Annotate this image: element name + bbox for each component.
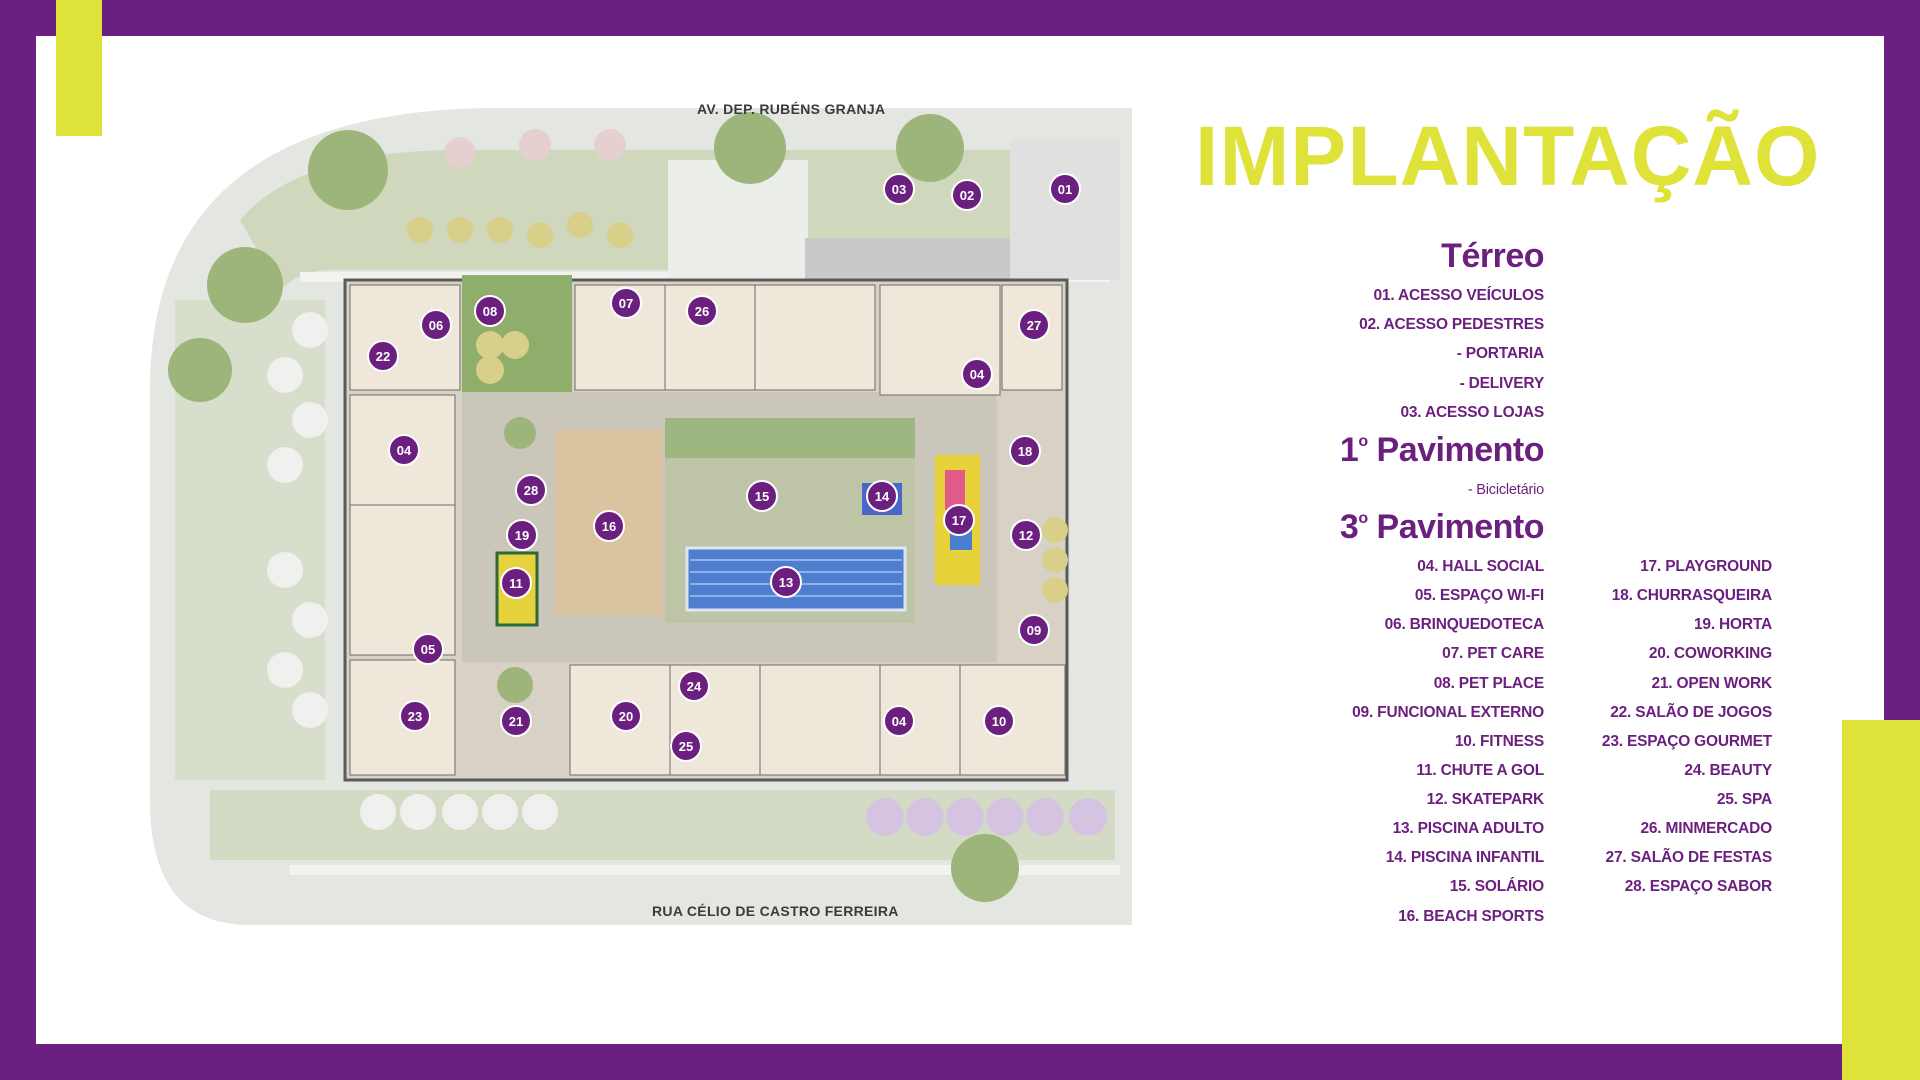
legend-item: 14. PISCINA INFANTIL [1385,849,1544,866]
legend-item: 08. PET PLACE [1433,675,1544,692]
marker-11[interactable]: 11 [500,567,532,599]
marker-01[interactable]: 01 [1049,173,1081,205]
legend-item: 03. ACESSO LOJAS [1400,404,1544,421]
legend-item: 06. BRINQUEDOTECA [1384,616,1545,633]
legend-item: 11. CHUTE A GOL [1416,762,1544,779]
heading-number: 3 [1339,508,1359,546]
marker-05[interactable]: 05 [412,633,444,665]
marker-19[interactable]: 19 [506,519,538,551]
marker-04-bottom[interactable]: 04 [883,705,915,737]
legend-item: 19. HORTA [1693,616,1772,633]
street-label-top: AV. DEP. RUBÉNS GRANJA [697,101,886,117]
marker-22[interactable]: 22 [367,340,399,372]
legend-item: - Bicicletário [1467,482,1544,498]
legend-item: 18. CHURRASQUEIRA [1611,587,1772,604]
marker-15[interactable]: 15 [746,480,778,512]
section-heading-terreo: Térreo [1441,237,1544,275]
legend-item: - DELIVERY [1459,375,1545,392]
marker-02[interactable]: 02 [951,179,983,211]
accent-bar-bottom-right [1842,720,1920,1080]
legend-item: 13. PISCINA ADULTO [1392,820,1545,837]
marker-26[interactable]: 26 [686,295,718,327]
accent-bar-top-left [56,0,102,136]
marker-25[interactable]: 25 [670,730,702,762]
page-title: IMPLANTAÇÃO [1195,109,1821,203]
heading-number: 1 [1339,431,1359,469]
marker-16[interactable]: 16 [593,510,625,542]
legend-item: 22. SALÃO DE JOGOS [1610,704,1772,721]
marker-09[interactable]: 09 [1018,614,1050,646]
legend-item: 17. PLAYGROUND [1640,558,1772,575]
legend-item: 26. MINMERCADO [1640,820,1772,837]
legend-item: 28. ESPAÇO SABOR [1624,878,1772,895]
legend-item: 27. SALÃO DE FESTAS [1605,849,1773,866]
marker-04-top[interactable]: 04 [961,358,993,390]
marker-03[interactable]: 03 [883,173,915,205]
marker-14[interactable]: 14 [866,480,898,512]
marker-27[interactable]: 27 [1018,309,1050,341]
marker-10[interactable]: 10 [983,705,1015,737]
marker-23[interactable]: 23 [399,700,431,732]
legend-item: 02. ACESSO PEDESTRES [1359,316,1544,333]
legend-item: - PORTARIA [1456,345,1544,362]
heading-ordinal: o [1358,433,1368,450]
section-heading-pavimento-1: 1o Pavimento [1339,431,1545,470]
legend-item: 07. PET CARE [1442,645,1544,662]
heading-ordinal: o [1358,510,1368,527]
marker-28[interactable]: 28 [515,474,547,506]
marker-18[interactable]: 18 [1009,435,1041,467]
marker-06[interactable]: 06 [420,309,452,341]
street-label-bottom: RUA CÉLIO DE CASTRO FERREIRA [652,903,899,919]
legend-item: 24. BEAUTY [1684,762,1772,779]
marker-07[interactable]: 07 [610,287,642,319]
legend-item: 15. SOLÁRIO [1449,878,1544,895]
legend-item: 12. SKATEPARK [1426,791,1545,808]
marker-13[interactable]: 13 [770,566,802,598]
legend-item: 10. FITNESS [1454,733,1544,750]
marker-24[interactable]: 24 [678,670,710,702]
marker-08[interactable]: 08 [474,295,506,327]
legend-item: 20. COWORKING [1648,645,1772,662]
legend-item: 09. FUNCIONAL EXTERNO [1352,704,1544,721]
legend-item: 05. ESPAÇO WI-FI [1414,587,1544,604]
legend-item: 25. SPA [1716,791,1772,808]
heading-word: Pavimento [1376,508,1545,546]
legend-item: 21. OPEN WORK [1651,675,1772,692]
marker-20[interactable]: 20 [610,700,642,732]
section-heading-pavimento-3: 3o Pavimento [1339,508,1545,547]
legend-item: 04. HALL SOCIAL [1417,558,1544,575]
marker-17[interactable]: 17 [943,504,975,536]
marker-12[interactable]: 12 [1010,519,1042,551]
heading-word: Pavimento [1376,431,1545,469]
legend-item: 16. BEACH SPORTS [1398,908,1544,925]
legend-item: 01. ACESSO VEÍCULOS [1373,287,1545,304]
marker-21[interactable]: 21 [500,705,532,737]
legend-item: 23. ESPAÇO GOURMET [1601,733,1772,750]
marker-04-left[interactable]: 04 [388,434,420,466]
